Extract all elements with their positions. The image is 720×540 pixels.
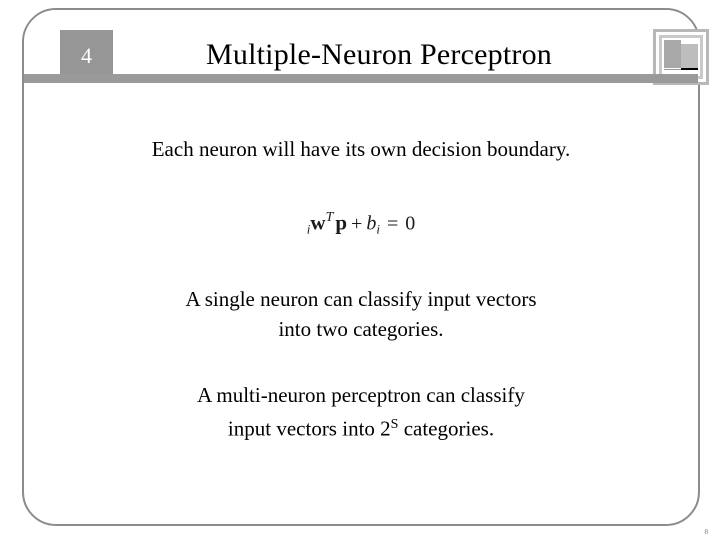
logo-bottom-rule [681, 68, 698, 70]
slide-header: 4 Multiple-Neuron Perceptron [24, 10, 709, 85]
statement-multi-neuron-text-before: input vectors into 2 [227, 416, 391, 441]
equation-equals-sign: = [386, 212, 399, 235]
logo-left-rule [664, 69, 681, 70]
equation-weight-vector: w [310, 210, 326, 235]
logo-right-page [681, 44, 698, 68]
equation-pre-subscript-i: i [306, 221, 311, 237]
statement-single-neuron-line-1: A single neuron can classify input vecto… [185, 287, 537, 311]
slide-number-badge: 4 [60, 30, 113, 82]
equation-input-vector: p [335, 210, 348, 235]
page-number: 8 [704, 528, 709, 536]
statement-single-neuron-line-2: into two categories. [278, 317, 444, 341]
header-divider-bar [24, 74, 698, 83]
slide-body: Each neuron will have its own decision b… [24, 88, 698, 524]
statement-decision-boundary: Each neuron will have its own decision b… [151, 137, 571, 161]
equation-plus-operator: + [351, 212, 363, 235]
equation-transpose-exponent: T [325, 210, 334, 225]
statement-multi-neuron-line-2: input vectors into 2S categories. [24, 410, 698, 443]
equation-bias-symbol: b [366, 212, 377, 235]
slide-border-frame [22, 8, 700, 526]
statement-multi-neuron-line-1: A multi-neuron perceptron can classify [197, 383, 525, 407]
statement-multi-neuron-exponent: S [390, 417, 399, 432]
statement-multi-neuron-text-after: categories. [398, 416, 495, 441]
equation-bias-subscript: i [376, 221, 380, 237]
equation-right-hand-side: 0 [405, 212, 416, 235]
statement-multi-neuron: A multi-neuron perceptron can classify i… [24, 380, 698, 443]
page-title: Multiple-Neuron Perceptron [206, 38, 552, 71]
logo-left-page [664, 40, 681, 68]
statement-single-neuron: A single neuron can classify input vecto… [24, 284, 698, 344]
decision-boundary-equation: iwTp+bi=0 [24, 210, 698, 237]
